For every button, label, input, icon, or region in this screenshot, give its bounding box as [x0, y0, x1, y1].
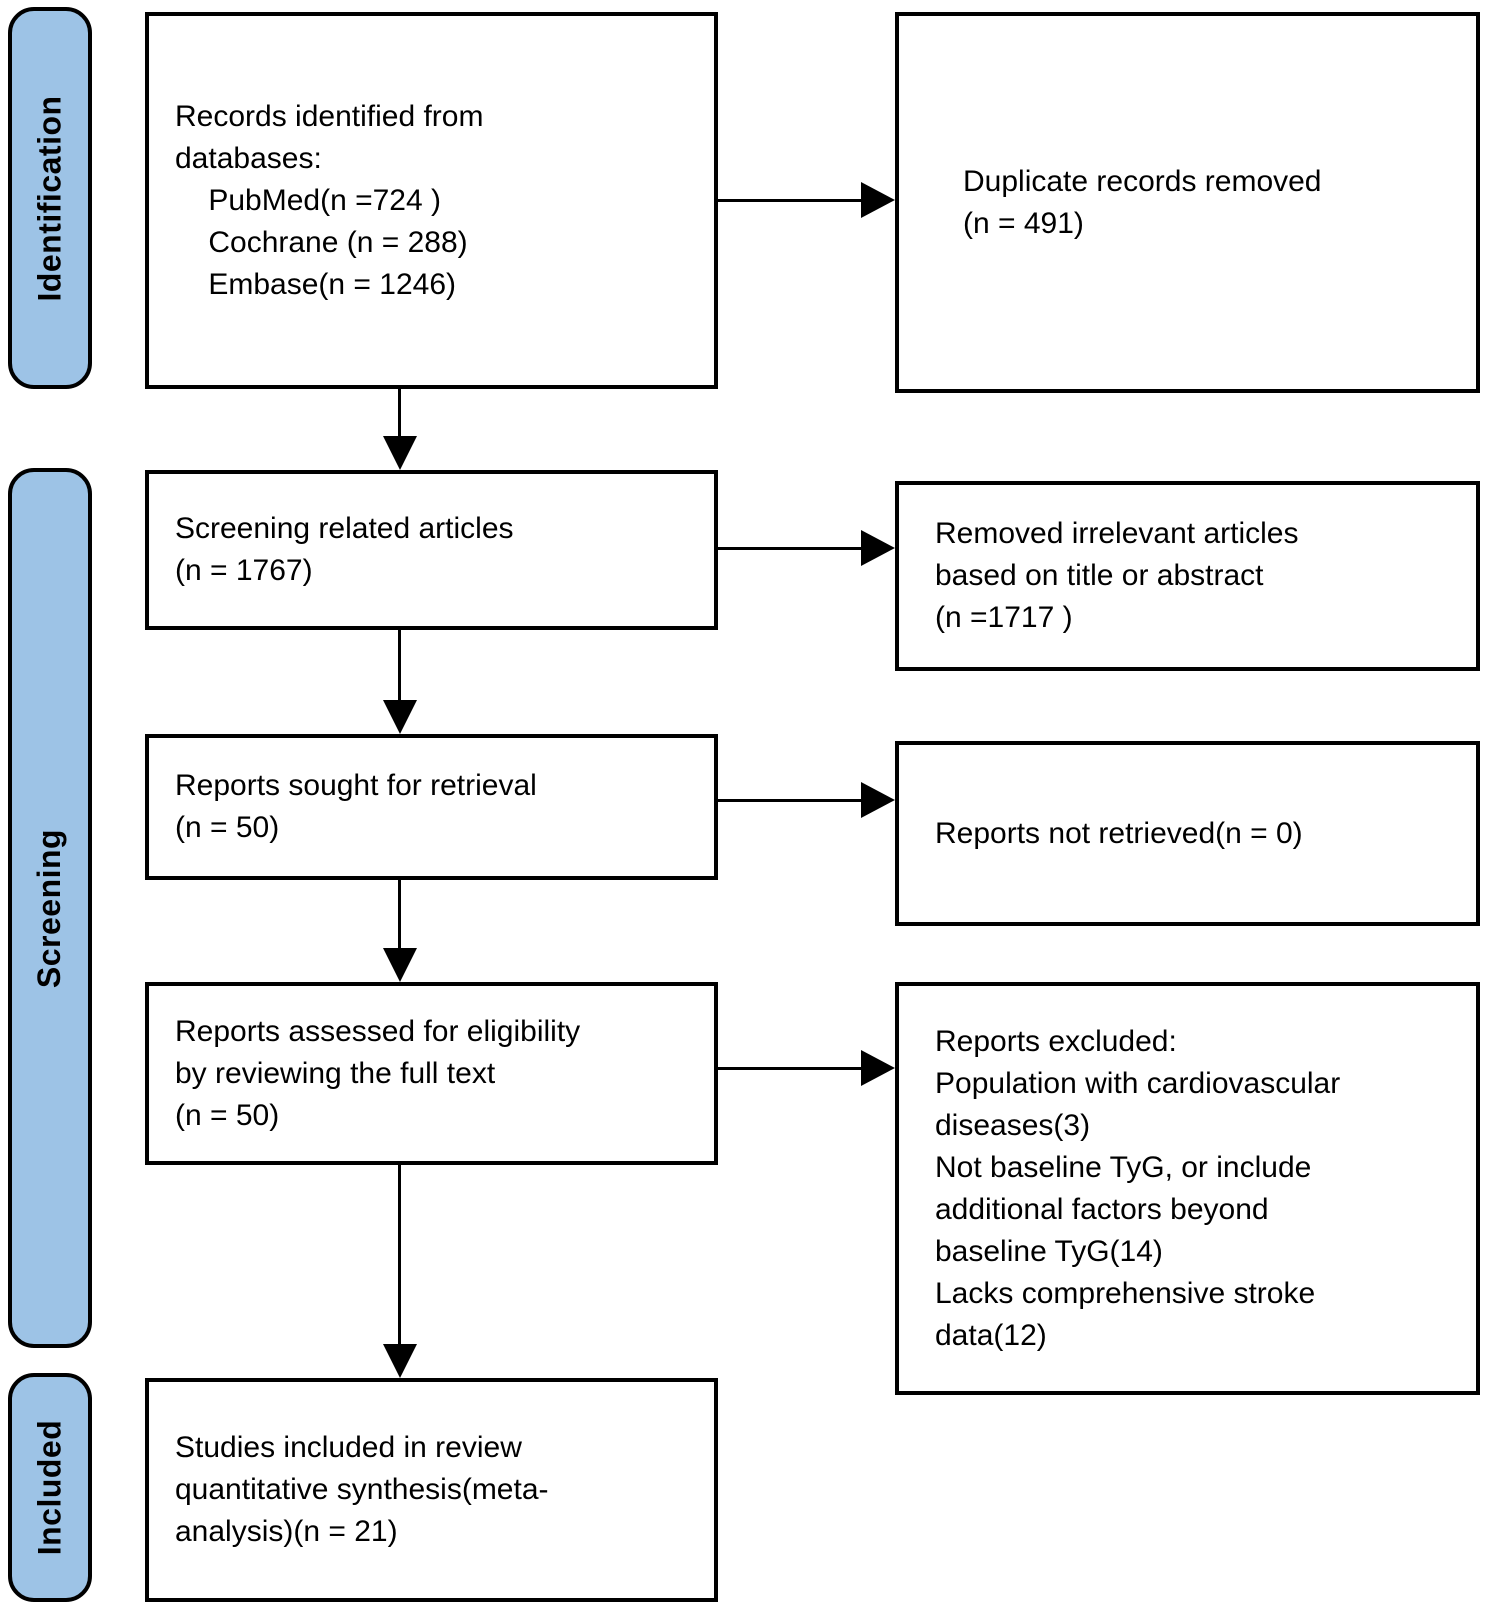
box-reports-assessed: Reports assessed for eligibility by revi…	[145, 982, 718, 1165]
box-reports-excluded-text: Reports excluded: Population with cardio…	[935, 1024, 1341, 1352]
box-studies-included: Studies included in review quantitative …	[145, 1378, 718, 1602]
box-reports-sought-text: Reports sought for retrieval (n = 50)	[175, 769, 537, 844]
box-records-identified-text: Records identified from databases: PubMe…	[175, 99, 484, 301]
arrow-line	[398, 880, 401, 948]
stage-label-identification: Identification	[31, 94, 68, 302]
box-records-identified: Records identified from databases: PubMe…	[145, 12, 718, 389]
box-irrelevant-articles-removed-text: Removed irrelevant articles based on tit…	[935, 517, 1299, 634]
stage-bar-included: Included	[8, 1373, 92, 1602]
arrow-line	[718, 799, 861, 802]
stage-bar-screening: Screening	[8, 468, 92, 1348]
box-reports-excluded: Reports excluded: Population with cardio…	[895, 982, 1480, 1395]
box-duplicate-records-removed: Duplicate records removed (n = 491)	[895, 12, 1480, 393]
arrow-line	[398, 630, 401, 700]
arrow-line	[718, 1067, 861, 1070]
box-screening-related-articles: Screening related articles (n = 1767)	[145, 470, 718, 630]
arrowhead-down-icon	[383, 436, 417, 470]
arrow-line	[398, 1165, 401, 1344]
box-irrelevant-articles-removed: Removed irrelevant articles based on tit…	[895, 481, 1480, 671]
arrowhead-down-icon	[383, 700, 417, 734]
arrow-line	[398, 389, 401, 436]
arrowhead-right-icon	[861, 1050, 895, 1086]
stage-bar-identification: Identification	[8, 7, 92, 389]
box-studies-included-text: Studies included in review quantitative …	[175, 1431, 549, 1548]
box-reports-sought: Reports sought for retrieval (n = 50)	[145, 734, 718, 880]
box-reports-not-retrieved-text: Reports not retrieved(n = 0)	[935, 816, 1303, 850]
arrowhead-right-icon	[861, 782, 895, 818]
arrow-line	[718, 547, 861, 550]
box-reports-assessed-text: Reports assessed for eligibility by revi…	[175, 1014, 581, 1132]
stage-label-included: Included	[31, 1419, 68, 1556]
box-duplicate-records-removed-text: Duplicate records removed (n = 491)	[963, 164, 1322, 240]
arrowhead-down-icon	[383, 1344, 417, 1378]
arrowhead-right-icon	[861, 530, 895, 566]
box-reports-not-retrieved: Reports not retrieved(n = 0)	[895, 741, 1480, 926]
arrow-line	[718, 199, 861, 202]
arrowhead-down-icon	[383, 948, 417, 982]
stage-label-screening: Screening	[31, 828, 68, 988]
box-screening-related-articles-text: Screening related articles (n = 1767)	[175, 512, 514, 587]
arrowhead-right-icon	[861, 182, 895, 218]
